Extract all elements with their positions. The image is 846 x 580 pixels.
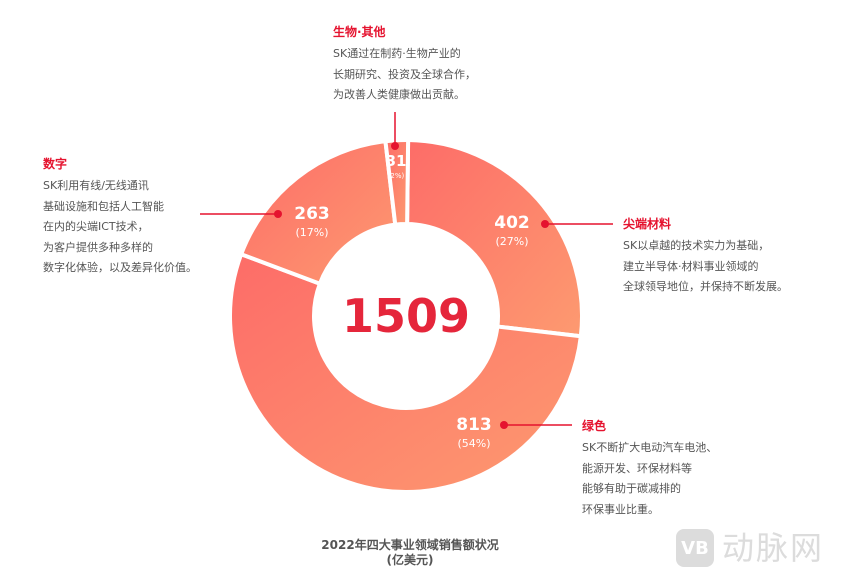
callout-title: 数字 [43,157,68,171]
segment-pct-digital: (17%) [295,226,329,239]
segment-green [228,251,584,494]
callout-text: 为改善人类健康做出贡献。 [333,88,465,101]
leader-materials-dot [541,220,549,228]
leader-green-dot [500,421,508,429]
callout-title: 绿色 [582,419,607,433]
segment-value-bio: 31 [385,152,407,170]
callout-text: SK不断扩大电动汽车电池、 [582,441,718,454]
callout-text: SK利用有线/无线通讯 [43,179,149,192]
caption-unit: (亿美元) [386,553,434,567]
callout-title: 生物·其他 [333,25,386,39]
segment-pct-green: (54%) [457,437,491,450]
callout-text: 在内的尖端ICT技术， [43,220,149,233]
callout-text: 能源开发、环保材料等 [582,461,692,475]
leader-bio-dot [391,142,399,150]
chart-caption: 2022年四大事业领域销售额状况 (亿美元) [280,538,540,568]
segment-materials [405,137,584,339]
donut-segments [228,137,584,494]
leader-lines [200,112,613,429]
segment-pct-materials: (27%) [495,235,529,248]
watermark: VB 动脉网 [676,528,824,568]
callout-text: 长期研究、投资及全球合作， [333,67,476,81]
callout-text: 数字化体验，以及差异化价值。 [43,261,197,274]
caption-title: 2022年四大事业领域销售额状况 [321,538,499,552]
segment-value-digital: 263 [294,204,330,224]
callout-text: 建立半导体·材料事业领域的 [623,259,759,273]
callout-text: SK以卓越的技术实力为基础， [623,239,770,252]
callout-text: SK通过在制药·生物产业的 [333,47,461,60]
callout-text: 能够有助于碳减排的 [582,482,681,495]
callout-text: 环保事业比重。 [582,502,659,516]
callout-text: 基础设施和包括人工智能 [43,199,164,213]
segment-digital [238,138,398,287]
segment-value-green: 813 [456,415,492,435]
watermark-logo-icon: VB [676,529,714,567]
callout-materials: 尖端材料 SK以卓越的技术实力为基础， 建立半导体·材料事业领域的 全球领导地位… [623,216,788,298]
callout-text: 全球领导地位，并保持不断发展。 [623,280,788,293]
segment-bio [383,138,411,227]
callout-bio: 生物·其他 SK通过在制药·生物产业的 长期研究、投资及全球合作， 为改善人类健… [333,24,476,106]
watermark-text: 动脉网 [722,529,825,567]
segment-value-materials: 402 [494,213,530,233]
total-value: 1509 [341,289,471,343]
callout-text: 为客户提供多种多样的 [43,240,153,254]
callout-title: 尖端材料 [623,217,672,231]
leader-digital-dot [274,210,282,218]
callout-digital: 数字 SK利用有线/无线通讯 基础设施和包括人工智能 在内的尖端ICT技术， 为… [43,156,197,279]
callout-green: 绿色 SK不断扩大电动汽车电池、 能源开发、环保材料等 能够有助于碳减排的 环保… [582,418,717,520]
segment-pct-bio: (2%) [387,172,405,180]
